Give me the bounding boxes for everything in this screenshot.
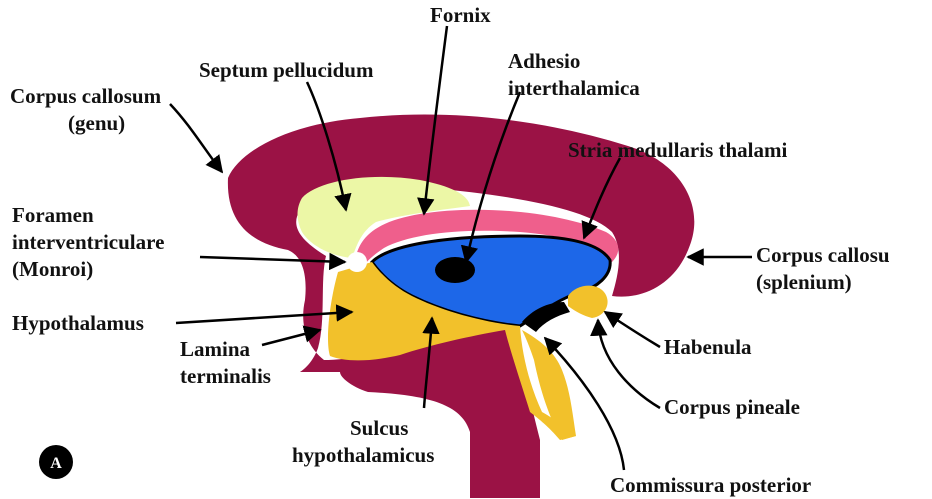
adhesio-interthalamica-shape: [435, 257, 475, 283]
label-corpus-callosum-genu-line2: (genu): [68, 111, 125, 135]
label-hypothalamus: Hypothalamus: [12, 311, 144, 335]
pineal-region-shape: [568, 286, 608, 318]
label-foramen-line2: interventriculare: [12, 230, 164, 254]
label-adhesio-line2: interthalamica: [508, 76, 640, 100]
label-fornix: Fornix: [430, 3, 491, 27]
label-septum-pellucidum: Septum pellucidum: [199, 58, 374, 82]
label-lamina-line1: Lamina: [180, 337, 251, 361]
label-corpus-callosum-splenium-line2: (splenium): [756, 270, 852, 294]
label-corpus-callosum-splenium-line1: Corpus callosu: [756, 243, 890, 267]
label-lamina-line2: terminalis: [180, 364, 271, 388]
label-commissura-posterior: Commissura posterior: [610, 473, 811, 497]
panel-badge-label: A: [50, 455, 62, 472]
label-habenula: Habenula: [664, 335, 752, 359]
label-corpus-callosum-genu-line1: Corpus callosum: [10, 84, 162, 108]
label-corpus-pineale: Corpus pineale: [664, 395, 800, 419]
label-sulcus-line1: Sulcus: [350, 416, 408, 440]
label-stria-medullaris: Stria medullaris thalami: [568, 138, 787, 162]
label-adhesio-line1: Adhesio: [508, 49, 580, 73]
label-foramen-line3: (Monroi): [12, 257, 93, 281]
foramen-interventriculare-shape: [347, 252, 367, 272]
label-foramen-line1: Foramen: [12, 203, 94, 227]
label-sulcus-line2: hypothalamicus: [292, 443, 434, 467]
